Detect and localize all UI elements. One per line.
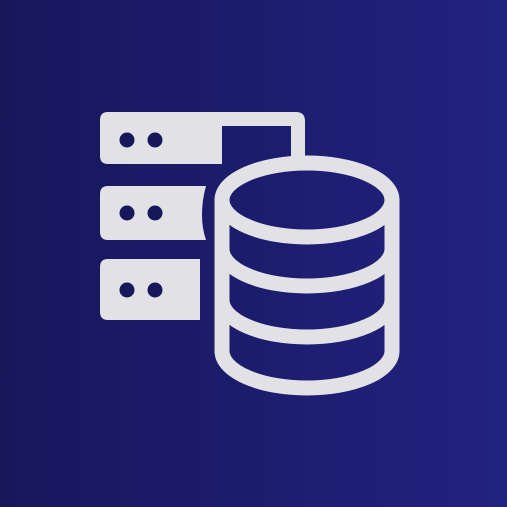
server-unit-bottom-icon: [100, 259, 200, 320]
server-unit-middle-icon: [100, 186, 206, 240]
database-cylinder-icon: [214, 155, 400, 396]
server-unit-top-icon: [100, 112, 305, 164]
